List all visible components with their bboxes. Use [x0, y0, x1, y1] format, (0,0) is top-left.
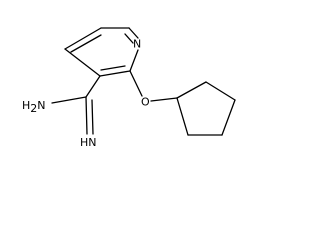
bond-c3-camidine	[85, 75, 101, 98]
imine-n: N	[88, 136, 96, 149]
bond-n-c2	[129, 49, 139, 72]
bond-o-ccyclopentyl	[150, 97, 178, 102]
imine-h: H	[80, 136, 88, 149]
bond-cp5-cp1	[176, 97, 189, 136]
ether-linkage	[129, 70, 178, 102]
amidine-group	[51, 75, 101, 135]
bond-camidine-nh	[85, 96, 88, 135]
bond-c4-c5-inner	[70, 34, 102, 53]
imine-label: HN	[80, 136, 97, 149]
amine-h-count: 2	[30, 102, 37, 115]
bond-c2-o	[129, 70, 143, 97]
chemical-structure-diagram: N H2N HN O	[22, 27, 236, 149]
bond-c2-c3-inner	[100, 65, 126, 71]
amine-n: N	[37, 99, 45, 112]
amine-label: H2N	[22, 99, 46, 115]
ether-oxygen-label: O	[141, 96, 150, 109]
bond-cp3-cp4	[221, 99, 236, 136]
bond-cp2-cp3	[205, 81, 236, 101]
ring-nitrogen-label: N	[133, 38, 141, 51]
bond-camidine-nh-inner	[91, 99, 94, 135]
bond-c6-n-inner	[124, 33, 134, 44]
bond-c6-n	[128, 27, 139, 39]
bond-c4-c5	[64, 27, 102, 50]
bond-c2-c3	[99, 70, 131, 77]
bond-cp1-cp2	[176, 81, 207, 99]
amine-h: H	[22, 99, 30, 112]
bond-camidine-nh2	[51, 96, 87, 104]
cyclopentyl-ring	[176, 81, 236, 136]
pyridine-ring	[64, 27, 139, 77]
bond-c3-c4	[64, 48, 101, 77]
